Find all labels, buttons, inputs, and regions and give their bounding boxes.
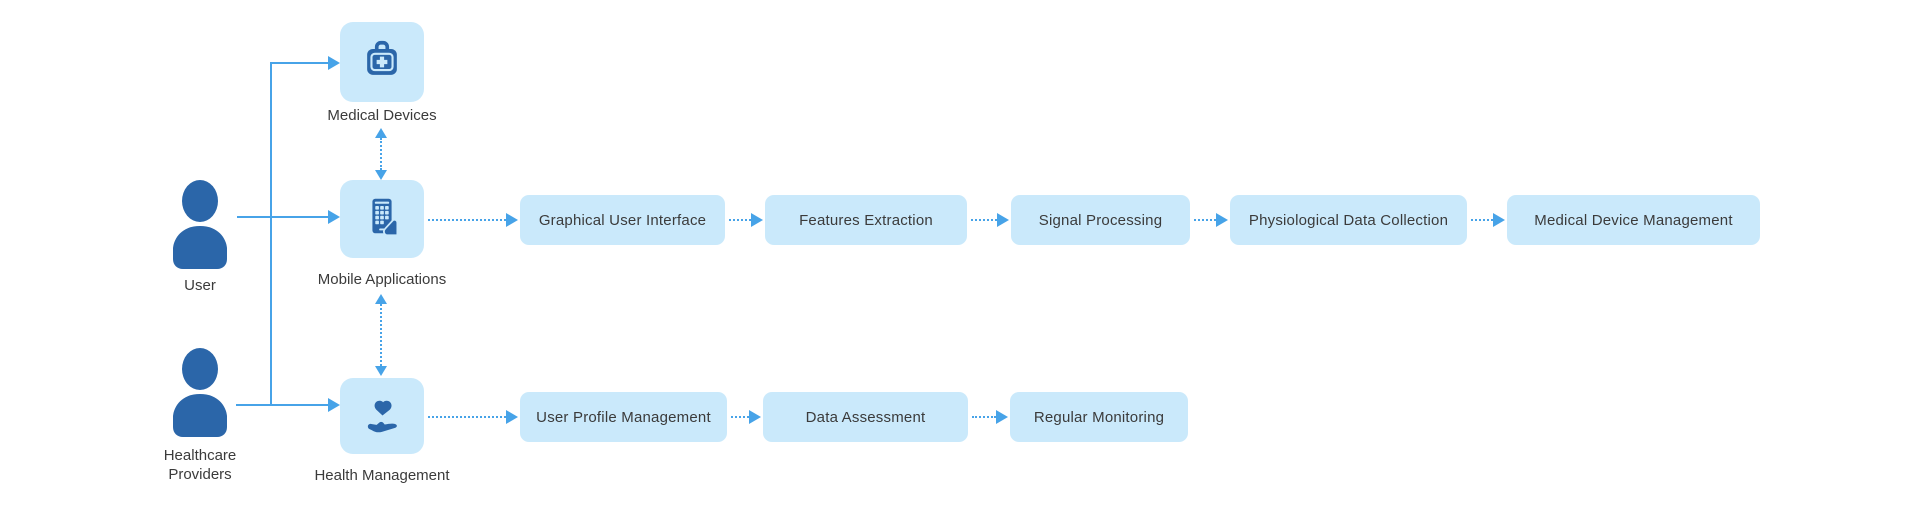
edge-profile-to-assessment-dotted-line [731,416,749,418]
healthcare-providers-actor [167,348,233,438]
medical-devices-label: Medical Devices [327,107,437,124]
edge-mobile-to-gui-dotted-line [428,219,506,221]
user-actor [167,180,233,270]
flow-box-regular-monitoring: Regular Monitoring [1010,392,1188,442]
edge-providers-to-health-arrowhead [328,398,340,412]
edge-assessment-to-monitoring-dotted-line [972,416,996,418]
flow-box-features-extraction: Features Extraction [765,195,967,245]
edge-signal-to-physiological-dotted-line [1194,219,1216,221]
edge-profile-to-assessment-arrowhead [749,410,761,424]
edge-physiological-to-device-mgmt-arrowhead [1493,213,1505,227]
healthcare-providers-label: Healthcare Providers [163,447,237,483]
hand-heart-icon [359,391,405,442]
health-management-node [340,378,424,454]
edge-signal-to-physiological-arrowhead [1216,213,1228,227]
flow-box-user-profile-management: User Profile Management [520,392,727,442]
edge-user-to-mobile-line [237,216,328,218]
flow-box-physiological-data-collection: Physiological Data Collection [1230,195,1467,245]
flow-box-data-assessment: Data Assessment [763,392,968,442]
edge-providers-to-health-line [236,404,328,406]
flow-box-medical-device-management: Medical Device Management [1507,195,1760,245]
edge-mobile-to-gui-arrowhead [506,213,518,227]
flow-box-signal-processing: Signal Processing [1011,195,1190,245]
mobile-phone-hand-icon [359,194,405,245]
edge-health-to-profile-arrowhead [506,410,518,424]
health-management-label: Health Management [314,467,450,484]
person-icon [167,180,233,274]
edge-devices-mobile-arrowhead-up [375,128,387,138]
mobile-applications-node [340,180,424,258]
edge-branch-to-medical-devices-arrowhead [328,56,340,70]
person-icon [167,348,233,442]
edge-devices-mobile-dotted-line [380,138,382,170]
flow-box-graphical-user-interface: Graphical User Interface [520,195,725,245]
edge-features-to-signal-arrowhead [997,213,1009,227]
edge-gui-to-features-dotted-line [729,219,751,221]
mobile-applications-label: Mobile Applications [317,271,447,288]
edge-branch-to-medical-devices-line [270,62,328,64]
edge-mobile-health-dotted-line [380,304,382,366]
edge-user-to-mobile-arrowhead [328,210,340,224]
edge-health-to-profile-dotted-line [428,416,506,418]
edge-branch-vertical-line [270,62,272,406]
edge-devices-mobile-arrowhead-down [375,170,387,180]
edge-features-to-signal-dotted-line [971,219,997,221]
edge-physiological-to-device-mgmt-dotted-line [1471,219,1493,221]
edge-mobile-health-arrowhead-down [375,366,387,376]
edge-assessment-to-monitoring-arrowhead [996,410,1008,424]
medical-devices-node [340,22,424,102]
edge-gui-to-features-arrowhead [751,213,763,227]
user-label: User [184,277,216,294]
edge-mobile-health-arrowhead-up [375,294,387,304]
first-aid-kit-icon [359,37,405,88]
